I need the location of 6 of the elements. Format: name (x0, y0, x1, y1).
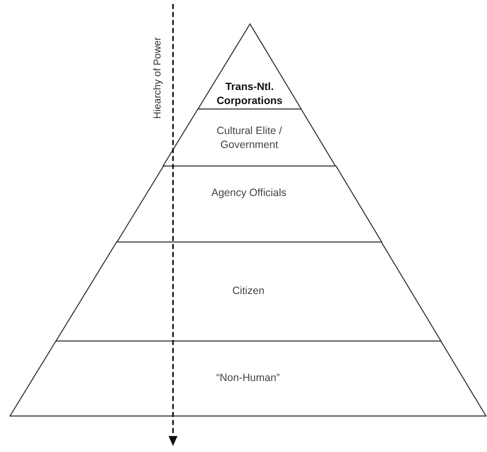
tier-label: “Non-Human” (216, 371, 280, 386)
tier-label: Cultural Elite / Government (216, 124, 283, 152)
tier-label: Trans-Ntl. Corporations (216, 80, 284, 108)
tier-label: Citizen (232, 284, 264, 298)
tier-label: Agency Officials (211, 186, 286, 200)
axis-label: Hiearchy of Power (152, 37, 164, 119)
